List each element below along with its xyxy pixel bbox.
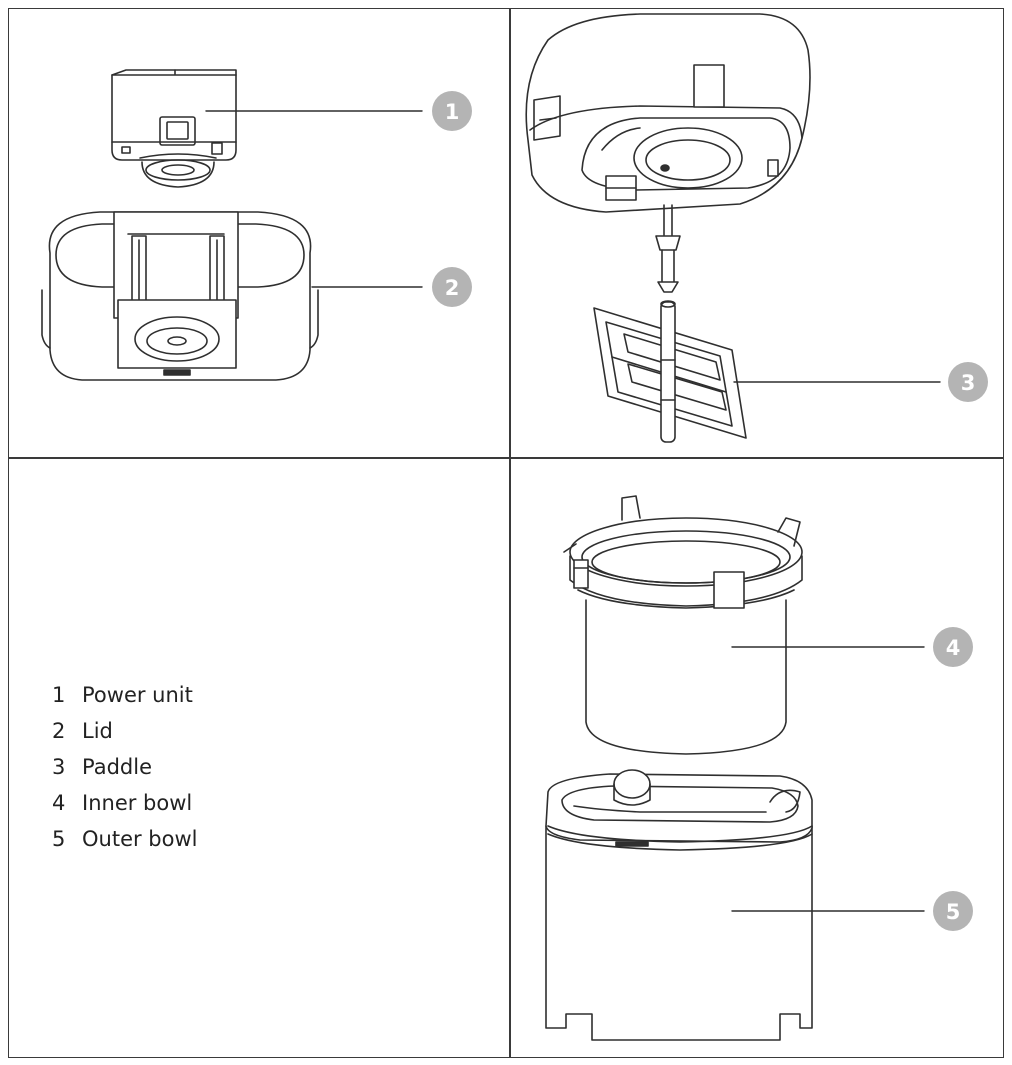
callout-badge-1: 1 xyxy=(432,91,472,131)
diagram-frame xyxy=(8,8,1004,1058)
callout-badge-1-text: 1 xyxy=(445,100,460,124)
legend-item-label: Inner bowl xyxy=(82,791,193,815)
shaft-drawing xyxy=(655,204,681,293)
callout-badge-3-text: 3 xyxy=(961,371,976,395)
inner-bowl-drawing xyxy=(563,495,803,755)
legend-item: 4 Inner bowl xyxy=(52,785,198,821)
legend-item-number: 5 xyxy=(52,827,66,851)
callout-badge-4-text: 4 xyxy=(946,636,961,660)
legend-item-number: 2 xyxy=(52,719,66,743)
callout-badge-3: 3 xyxy=(948,362,988,402)
callout-badge-5-text: 5 xyxy=(946,900,961,924)
callout-badge-5: 5 xyxy=(933,891,973,931)
power-unit-drawing xyxy=(111,69,237,188)
parts-legend: 1 Power unit 2 Lid 3 Paddle 4 Inner bowl 5 Ou… xyxy=(52,677,198,857)
legend-item-label: Lid xyxy=(82,719,113,743)
lid-drawing xyxy=(41,211,319,381)
legend-item-number: 3 xyxy=(52,755,66,779)
callout-badge-2: 2 xyxy=(432,267,472,307)
grid-divider-vertical xyxy=(509,8,511,1058)
callout-badge-2-text: 2 xyxy=(445,276,460,300)
legend-item: 2 Lid xyxy=(52,713,198,749)
legend-item: 3 Paddle xyxy=(52,749,198,785)
grid-divider-horizontal xyxy=(8,457,1004,459)
paddle-drawing xyxy=(593,300,747,443)
callout-badge-4: 4 xyxy=(933,627,973,667)
legend-item-label: Paddle xyxy=(82,755,153,779)
legend-item-number: 4 xyxy=(52,791,66,815)
legend-item-label: Power unit xyxy=(82,683,193,707)
legend-item-label: Outer bowl xyxy=(82,827,198,851)
callout-leaders xyxy=(205,110,941,912)
outer-bowl-drawing xyxy=(545,769,813,1041)
legend-item-number: 1 xyxy=(52,683,66,707)
legend-item: 1 Power unit xyxy=(52,677,198,713)
power-unit-underside-drawing xyxy=(525,13,811,213)
legend-item: 5 Outer bowl xyxy=(52,821,198,857)
